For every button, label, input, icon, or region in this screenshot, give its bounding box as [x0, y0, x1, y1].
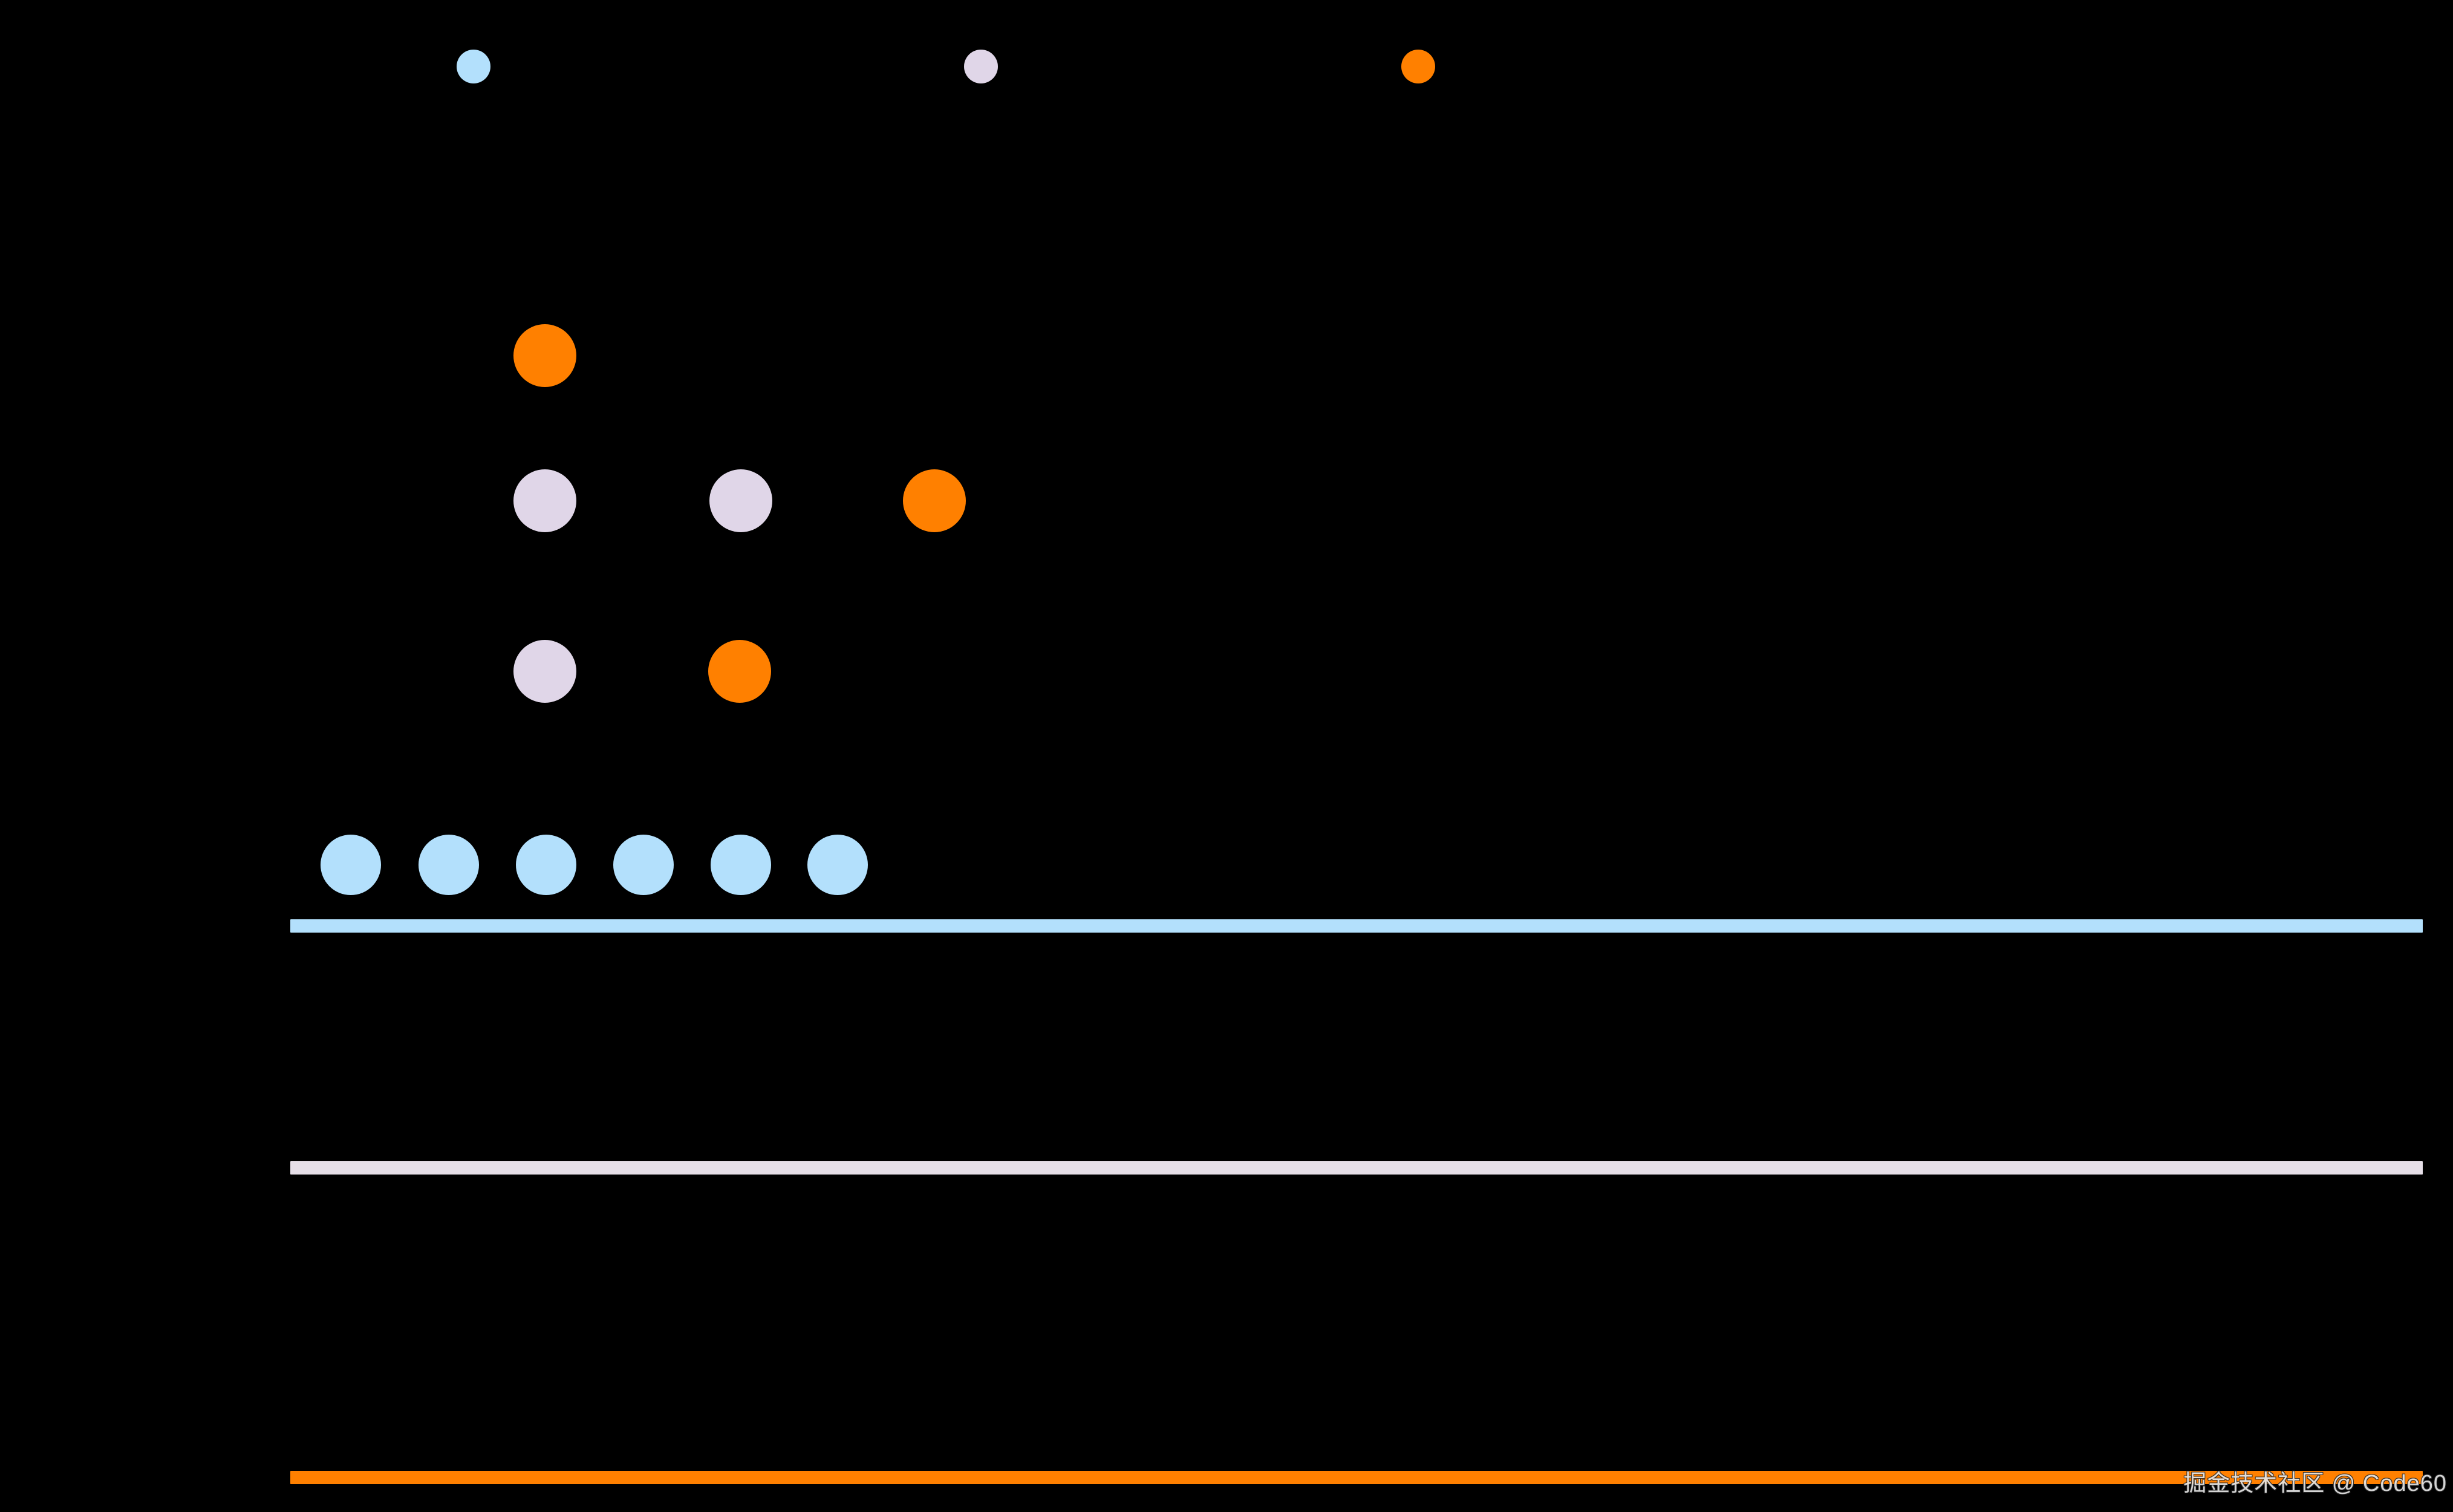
data-point-series-orange	[903, 469, 966, 532]
legend-marker-series-orange[interactable]	[1401, 50, 1435, 83]
data-point-series-blue	[516, 835, 576, 895]
watermark-text: 掘金技术社区 @ Code60	[2183, 1471, 2447, 1496]
data-point-series-blue	[613, 835, 674, 895]
data-point-series-blue	[419, 835, 479, 895]
bar-orange	[290, 1471, 2423, 1484]
data-point-series-orange	[708, 640, 771, 703]
data-point-series-lavender	[513, 640, 576, 703]
data-point-series-lavender	[513, 469, 576, 532]
legend-marker-series-blue[interactable]	[457, 50, 490, 83]
data-point-series-orange	[513, 324, 576, 387]
data-point-series-blue	[711, 835, 771, 895]
data-point-series-lavender	[709, 469, 772, 532]
bar-lavender	[290, 1161, 2423, 1175]
data-point-series-blue	[807, 835, 868, 895]
data-point-series-blue	[321, 835, 381, 895]
bar-blue	[290, 919, 2423, 933]
legend-marker-series-lavender[interactable]	[964, 50, 998, 83]
